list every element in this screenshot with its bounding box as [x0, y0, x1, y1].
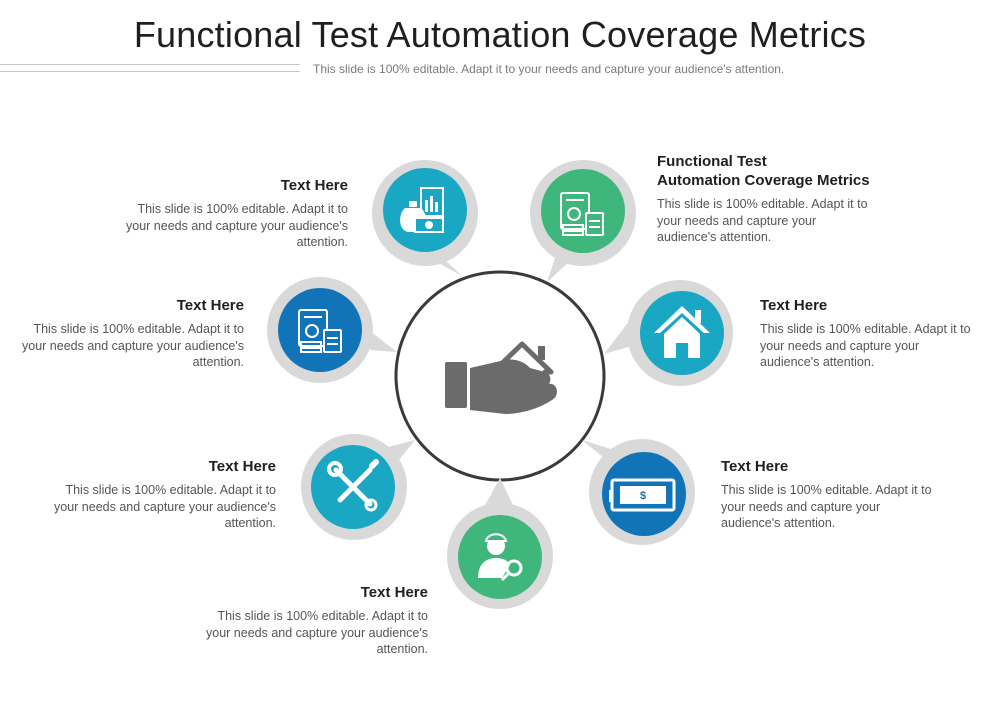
- item-description: This slide is 100% editable. Adapt it to…: [760, 322, 971, 369]
- finance-calculator-icon: [560, 192, 604, 236]
- item-heading: Text Here: [280, 177, 348, 194]
- item-heading-line-2: Automation Coverage Metrics: [657, 172, 870, 189]
- satellite-bubble-3: [604, 280, 733, 386]
- slide-subtitle: This slide is 100% editable. Adapt it to…: [313, 62, 785, 76]
- hand-house-icon: [445, 341, 557, 414]
- item-block-2: Functional Test Automation Coverage Metr…: [657, 152, 907, 246]
- finance-calculator-icon: [298, 309, 342, 353]
- item-block-3: Text Here This slide is 100% editable. A…: [760, 296, 975, 371]
- item-heading: Text Here: [760, 297, 828, 314]
- satellite-bubble-6: [301, 434, 415, 540]
- satellite-bubble-7: [267, 277, 397, 383]
- item-description: This slide is 100% editable. Adapt it to…: [22, 322, 244, 369]
- item-block-6: Text Here This slide is 100% editable. A…: [46, 457, 276, 532]
- house-icon: [654, 306, 710, 358]
- item-block-4: Text Here This slide is 100% editable. A…: [721, 457, 936, 532]
- banknote-icon: $: [609, 478, 676, 512]
- slide-title: Functional Test Automation Coverage Metr…: [133, 14, 867, 55]
- item-block-1: Text Here This slide is 100% editable. A…: [118, 176, 348, 251]
- item-heading: Text Here: [176, 297, 244, 314]
- item-heading-line-1: Functional Test: [657, 153, 767, 170]
- satellite-bubble-5: [447, 478, 553, 609]
- item-description: This slide is 100% editable. Adapt it to…: [126, 202, 348, 249]
- item-description: This slide is 100% editable. Adapt it to…: [206, 609, 428, 656]
- item-heading: Text Here: [208, 458, 276, 475]
- item-block-5: Text Here This slide is 100% editable. A…: [198, 583, 428, 658]
- item-heading: Functional Test Automation Coverage Metr…: [657, 152, 907, 190]
- svg-text:$: $: [640, 490, 646, 502]
- user-search-icon: [478, 533, 523, 582]
- money-bag-chart-icon: [400, 187, 444, 233]
- title-divider: [0, 64, 300, 72]
- satellite-bubble-1: [372, 160, 478, 276]
- item-description: This slide is 100% editable. Adapt it to…: [54, 483, 276, 530]
- item-heading: Text Here: [360, 584, 428, 601]
- item-block-7: Text Here This slide is 100% editable. A…: [14, 296, 244, 371]
- item-description: This slide is 100% editable. Adapt it to…: [721, 483, 932, 530]
- wrench-screwdriver-icon: [327, 459, 379, 512]
- satellite-bubble-4: $: [582, 439, 695, 545]
- satellite-bubble-2: [530, 160, 636, 282]
- item-heading: Text Here: [721, 458, 789, 475]
- item-description: This slide is 100% editable. Adapt it to…: [657, 197, 868, 244]
